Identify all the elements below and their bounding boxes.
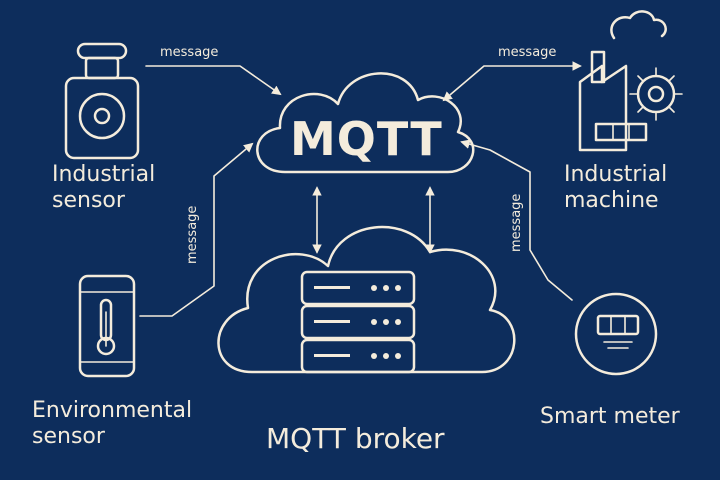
- industrial-sensor-label: Industrial sensor: [52, 162, 155, 214]
- environmental-sensor-label: Environmental sensor: [32, 398, 192, 450]
- message-label-left-vertical: message: [185, 205, 200, 264]
- industrial-machine-icon: [578, 10, 683, 152]
- environmental-sensor-icon: [78, 274, 136, 378]
- industrial-sensor-label-line1: Industrial: [52, 162, 156, 187]
- message-label-top-left: message: [160, 45, 219, 60]
- broker-link-arrows: [312, 186, 435, 254]
- message-label-right-vertical: message: [509, 193, 524, 252]
- industrial-sensor-label-line2: sensor: [52, 188, 125, 213]
- industrial-machine-label-line1: Industrial: [564, 162, 668, 187]
- smart-meter-label: Smart meter: [540, 404, 680, 429]
- mqtt-cloud-icon: [256, 72, 475, 174]
- smart-meter-icon: [574, 292, 658, 376]
- industrial-machine-label-line2: machine: [564, 188, 659, 213]
- message-label-top-right: message: [498, 45, 557, 60]
- industrial-sensor-icon: [64, 42, 140, 160]
- broker-cloud-icon: [217, 225, 516, 374]
- environmental-sensor-label-line2: sensor: [32, 424, 105, 449]
- industrial-machine-label: Industrial machine: [564, 162, 667, 214]
- broker-label: MQTT broker: [266, 422, 445, 455]
- server-stack-icon: [300, 270, 416, 374]
- mqtt-hub-label: MQTT: [290, 112, 443, 166]
- message-arrows: [139, 61, 582, 317]
- environmental-sensor-label-line1: Environmental: [32, 398, 193, 423]
